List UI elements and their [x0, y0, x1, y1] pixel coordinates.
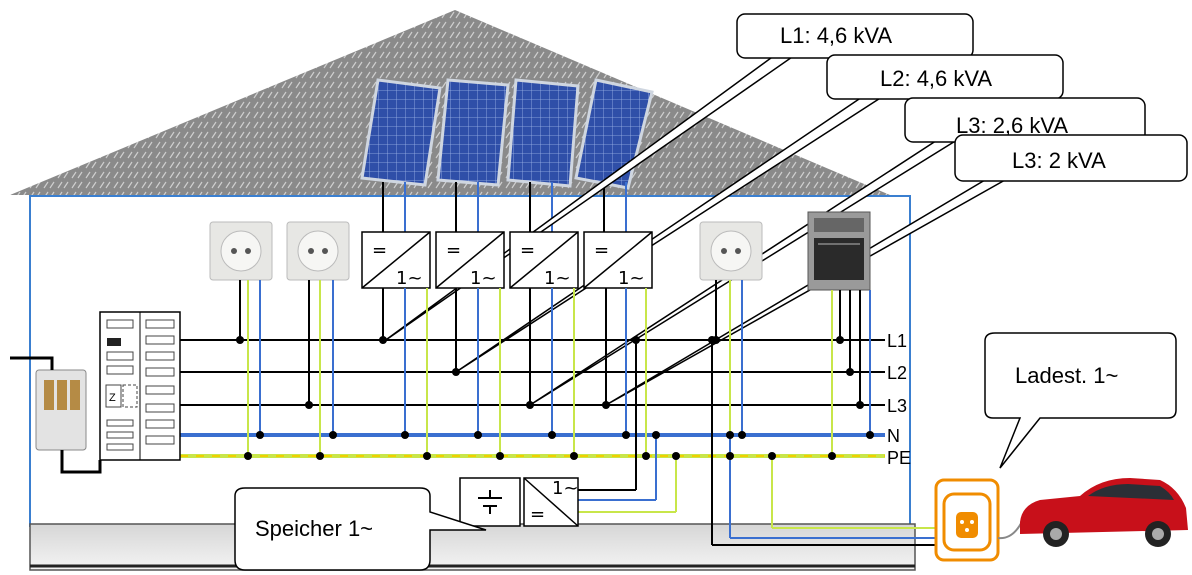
wall-outlet-2	[286, 221, 350, 281]
ev-charger	[934, 478, 1026, 562]
inverter-dc-symbol: =	[594, 240, 609, 261]
callout-l3b: L3: 2 kVA	[954, 134, 1188, 182]
callout-storage: Speicher 1~	[234, 487, 487, 571]
pv-inverter-4: = 1~	[583, 231, 653, 289]
pv-inverter-1: = 1~	[361, 231, 431, 289]
callout-l2: L2: 4,6 kVA	[826, 54, 1064, 100]
inverter-dc-symbol: =	[372, 240, 387, 261]
inverter-ac-symbol: 1~	[618, 268, 645, 289]
inverter-ac-symbol: 1~	[470, 268, 497, 289]
pv-inverters: = 1~ = 1~ = 1~ = 1~	[361, 231, 653, 289]
electric-car	[1020, 478, 1188, 547]
wall-outlet-1	[209, 221, 273, 281]
inverter-dc-symbol: =	[446, 240, 461, 261]
inverter-ac-symbol: 1~	[544, 268, 571, 289]
svg-text:L3: 2 kVA: L3: 2 kVA	[1012, 148, 1106, 173]
svg-text:L2: 4,6 kVA: L2: 4,6 kVA	[880, 66, 992, 91]
callout-l1: L1: 4,6 kVA	[736, 13, 974, 59]
distribution-board: Z	[99, 311, 181, 461]
bus-label-n: N	[887, 426, 900, 446]
bus-label-l1: L1	[887, 331, 907, 351]
bus-lines	[180, 339, 885, 458]
svg-text:Speicher 1~: Speicher 1~	[255, 516, 373, 541]
solar-panel	[436, 78, 510, 187]
floor-slab	[29, 523, 916, 571]
branch-wires	[239, 280, 940, 546]
svg-text:L3: 2,6 kVA: L3: 2,6 kVA	[956, 113, 1068, 138]
pv-inverter-3: = 1~	[509, 231, 579, 289]
junction-dots	[236, 336, 874, 460]
pv-inverter-2: = 1~	[435, 231, 505, 289]
inverter-ac-symbol: 1~	[396, 268, 423, 289]
callout-charger: Ladest. 1~	[984, 332, 1177, 469]
meter-label: Z	[109, 392, 116, 404]
solar-panel	[360, 78, 442, 187]
house-connection-box	[10, 356, 102, 474]
wall-outlets	[209, 221, 763, 281]
bus-label-pe: PE	[887, 448, 911, 468]
storage-dc-symbol: =	[530, 504, 545, 525]
solar-panel	[506, 78, 580, 188]
bus-label-l2: L2	[887, 363, 907, 383]
inverter-dc-symbol: =	[520, 240, 535, 261]
oven	[807, 211, 871, 291]
wall-outlet-3	[699, 221, 763, 281]
storage-ac-symbol: 1~	[552, 478, 579, 499]
callout-l3a: L3: 2,6 kVA	[904, 97, 1146, 143]
svg-text:Ladest. 1~: Ladest. 1~	[1015, 363, 1118, 388]
bus-label-l3: L3	[887, 396, 907, 416]
battery-storage: = 1~	[459, 477, 579, 527]
pv-dc-lines	[382, 182, 627, 232]
svg-text:L1: 4,6 kVA: L1: 4,6 kVA	[780, 23, 892, 48]
